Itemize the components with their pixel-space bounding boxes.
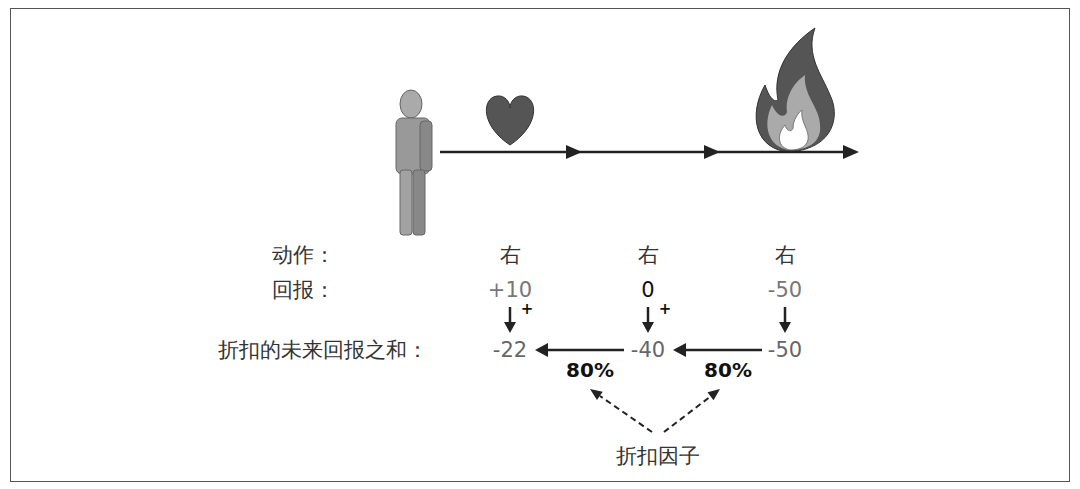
heart-icon [486,96,533,145]
reward-value: 0 [641,278,654,302]
discount-rate: 80% [704,359,752,382]
down-arrows [504,307,791,333]
discounted-sum: -40 [631,338,665,362]
reward-value: +10 [488,278,532,302]
action-label: 右 [775,243,796,267]
frame-border [11,9,1070,482]
reward-value: -50 [768,278,802,302]
row-header: 动作： [272,243,335,267]
discounted-sum: -50 [768,338,802,362]
fire-icon [756,28,834,152]
action-label: 右 [638,243,659,267]
person-figure [396,90,432,235]
row-header: 回报： [272,278,335,302]
discount-rate: 80% [566,359,614,382]
dashed-leaders [590,389,720,432]
row-header: 折扣的未来回报之和： [218,338,428,362]
discounted-sum: -22 [493,338,527,362]
plus-sign: + [521,301,534,318]
timeline-arrow [440,145,859,159]
discount-factor-label: 折扣因子 [616,444,700,468]
action-label: 右 [500,243,521,267]
plus-sign: + [659,301,672,318]
